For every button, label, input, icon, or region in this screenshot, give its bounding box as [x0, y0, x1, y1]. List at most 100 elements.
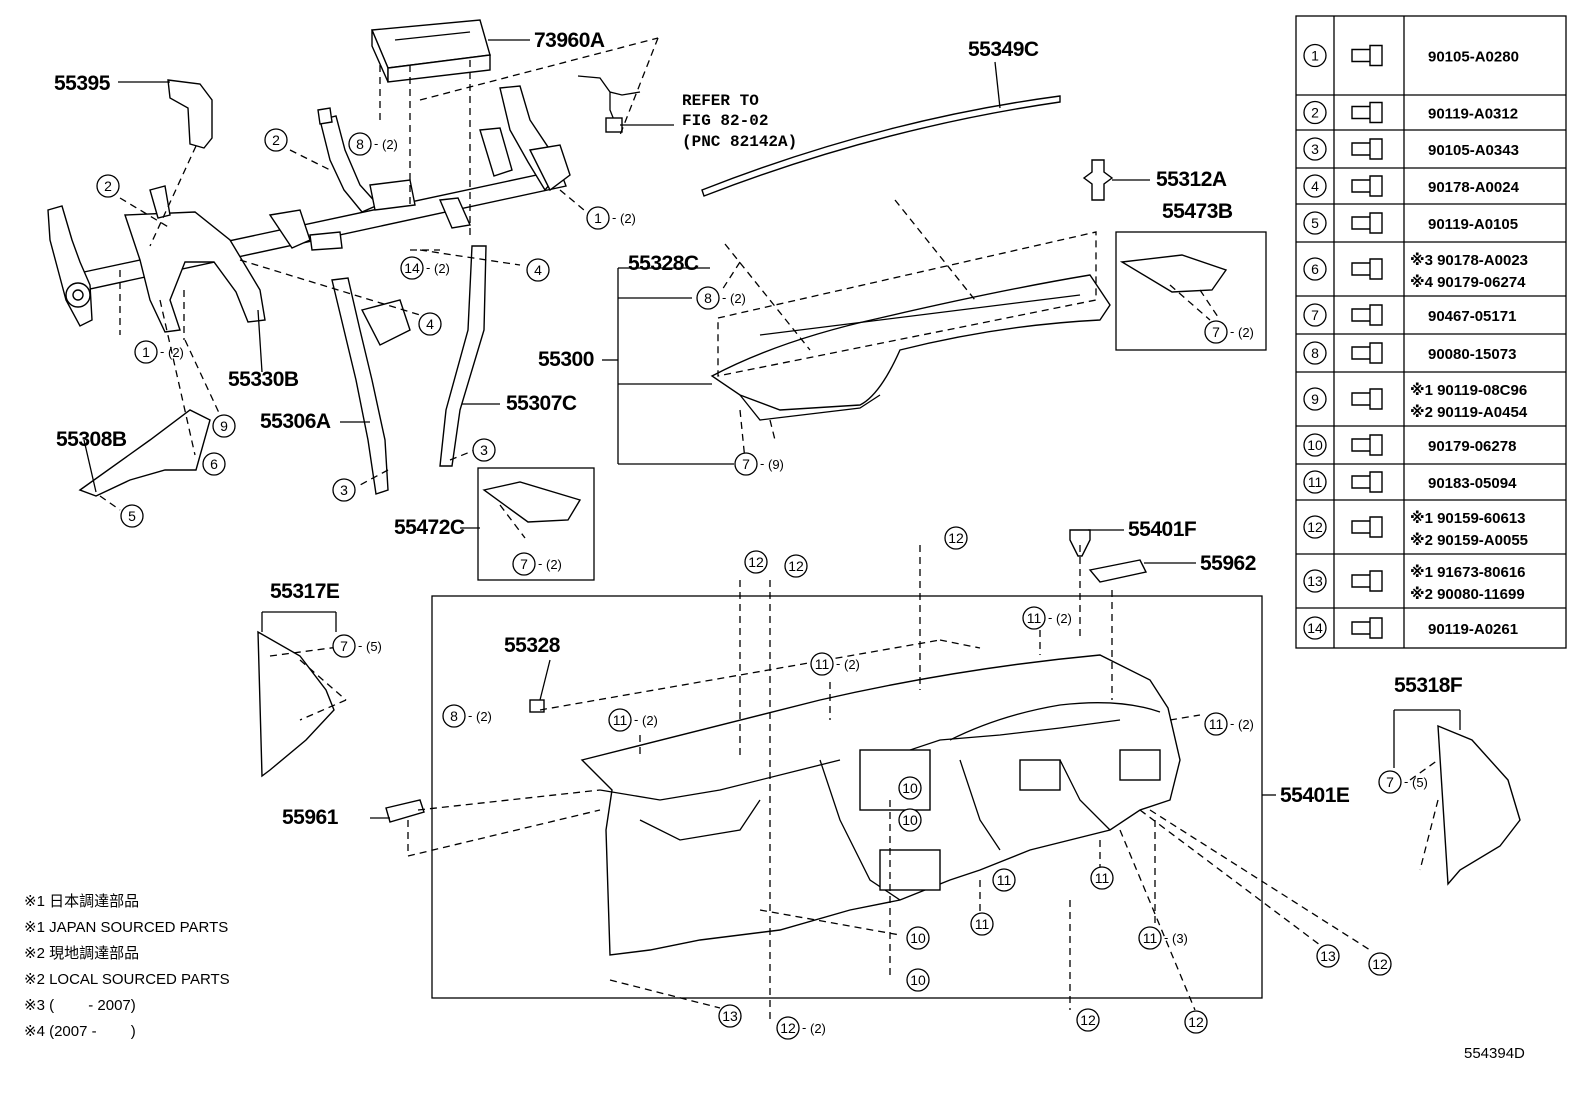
- brace-55307C: [439, 245, 487, 467]
- svg-text:9: 9: [220, 418, 228, 434]
- svg-text:(5): (5): [1412, 775, 1428, 790]
- table-row-number-text: 2: [1311, 105, 1319, 121]
- svg-text:7: 7: [340, 638, 348, 654]
- table-row-number: [1303, 303, 1327, 327]
- svg-text:(2): (2): [844, 657, 860, 672]
- label-55349C: 55349C: [968, 38, 1039, 61]
- svg-text:-: -: [1230, 716, 1234, 731]
- svg-text:※2 LOCAL SOURCED PARTS: ※2 LOCAL SOURCED PARTS: [24, 971, 230, 988]
- svg-text:7: 7: [1386, 774, 1394, 790]
- svg-text:-: -: [1048, 610, 1052, 625]
- svg-text:-: -: [612, 210, 616, 225]
- clip-55312A: [1082, 159, 1114, 201]
- svg-text:(9): (9): [768, 457, 784, 472]
- svg-text:12: 12: [788, 558, 804, 574]
- table-part-number: 90080-15073: [1428, 346, 1516, 363]
- part-55962: [1088, 559, 1148, 583]
- svg-text:12: 12: [1188, 1014, 1204, 1030]
- svg-text:FIG 82-02: FIG 82-02: [682, 112, 768, 130]
- table-row-number-text: 12: [1307, 519, 1323, 535]
- table-row-number: [1303, 515, 1327, 539]
- table-row-number: [1303, 341, 1327, 365]
- table-row-number-text: 14: [1307, 620, 1323, 636]
- svg-text:2: 2: [104, 178, 112, 194]
- svg-text:3: 3: [340, 482, 348, 498]
- svg-text:10: 10: [902, 780, 918, 796]
- label-55401F: 55401F: [1128, 518, 1197, 541]
- label-55473B: 55473B: [1162, 200, 1233, 223]
- label-55330B: 55330B: [228, 368, 299, 391]
- table-row-number-text: 10: [1307, 437, 1323, 453]
- svg-text:(2): (2): [810, 1021, 826, 1036]
- svg-text:-: -: [358, 638, 362, 653]
- svg-text:(2): (2): [434, 261, 450, 276]
- svg-text:11: 11: [975, 916, 990, 932]
- svg-text:REFER TO: REFER TO: [682, 92, 759, 110]
- table-part-number: ※1 91673-80616: [1410, 563, 1526, 581]
- inset-55472C: [477, 467, 595, 581]
- svg-text:-: -: [722, 290, 726, 305]
- table-row-number: [1303, 387, 1327, 411]
- fastener-icon: [1351, 617, 1383, 639]
- svg-text:12: 12: [748, 554, 764, 570]
- svg-text:※3 ( - 2007): ※3 ( - 2007): [24, 997, 136, 1014]
- label-73960A: 73960A: [534, 29, 605, 52]
- callouts: 8 -(2) 2 2 1 -(2) 14 -(2) 4 4 1 -(2) 9 6…: [96, 128, 1428, 1040]
- svg-text:4: 4: [426, 316, 434, 332]
- svg-text:12: 12: [1080, 1012, 1096, 1028]
- dashed-leaders: [99, 37, 1439, 1020]
- notes: ※1 日本調達部品 ※1 JAPAN SOURCED PARTS ※2 現地調達…: [24, 893, 230, 1040]
- table-part-number: 90105-A0280: [1428, 49, 1519, 66]
- side-panel-55318F: [1437, 724, 1521, 886]
- svg-text:1: 1: [142, 344, 150, 360]
- svg-text:※2 現地調達部品: ※2 現地調達部品: [24, 945, 139, 962]
- svg-text:13: 13: [1320, 948, 1336, 964]
- label-55307C: 55307C: [506, 392, 577, 415]
- label-55317E: 55317E: [270, 580, 340, 603]
- svg-text:-: -: [1164, 930, 1168, 945]
- label-55961: 55961: [282, 806, 339, 829]
- module-73960A: [370, 19, 491, 83]
- fastener-icon: [1351, 471, 1383, 493]
- svg-text:(2): (2): [642, 713, 658, 728]
- table-row-number-text: 11: [1308, 474, 1323, 490]
- svg-text:8: 8: [450, 708, 458, 724]
- label-55308B: 55308B: [56, 428, 127, 451]
- table-row-number-text: 8: [1311, 345, 1319, 361]
- fastener-icon: [1351, 304, 1383, 326]
- svg-text:-: -: [836, 656, 840, 671]
- instrument-panel-55401E: [580, 654, 1181, 956]
- svg-text:(2): (2): [730, 291, 746, 306]
- table-row-number-text: 5: [1311, 215, 1319, 231]
- svg-text:(2): (2): [620, 211, 636, 226]
- svg-text:11: 11: [1209, 716, 1224, 732]
- svg-text:※1 日本調達部品: ※1 日本調達部品: [24, 893, 139, 910]
- svg-text:-: -: [802, 1020, 806, 1035]
- svg-text:(2): (2): [1238, 325, 1254, 340]
- table-part-number: ※1 90159-60613: [1410, 509, 1526, 527]
- table-row-number-text: 4: [1311, 178, 1319, 194]
- svg-text:10: 10: [902, 812, 918, 828]
- svg-text:11: 11: [997, 872, 1012, 888]
- fastener-icon: [1351, 434, 1383, 456]
- label-55306A: 55306A: [260, 410, 331, 433]
- svg-text:※4 (2007 - ): ※4 (2007 - ): [24, 1023, 136, 1040]
- svg-text:-: -: [1230, 324, 1234, 339]
- svg-text:-: -: [426, 260, 430, 275]
- table-row-number: [1303, 100, 1327, 125]
- table-part-number: 90467-05171: [1428, 308, 1516, 325]
- label-55328C: 55328C: [628, 252, 699, 275]
- connector: [605, 117, 623, 133]
- svg-text:※1 JAPAN SOURCED PARTS: ※1 JAPAN SOURCED PARTS: [24, 919, 228, 936]
- diagram-id: 554394D: [1464, 1045, 1525, 1062]
- svg-text:(PNC 82142A): (PNC 82142A): [682, 133, 797, 151]
- fastener-icon: [1351, 101, 1383, 124]
- svg-text:-: -: [468, 708, 472, 723]
- part-55961: [385, 799, 425, 823]
- upper-panel-55300: [710, 274, 1111, 421]
- table-part-number-alt: ※4 90179-06274: [1410, 273, 1526, 291]
- svg-text:(5): (5): [366, 639, 382, 654]
- svg-text:13: 13: [722, 1008, 738, 1024]
- table-part-number: ※3 90178-A0023: [1410, 251, 1528, 269]
